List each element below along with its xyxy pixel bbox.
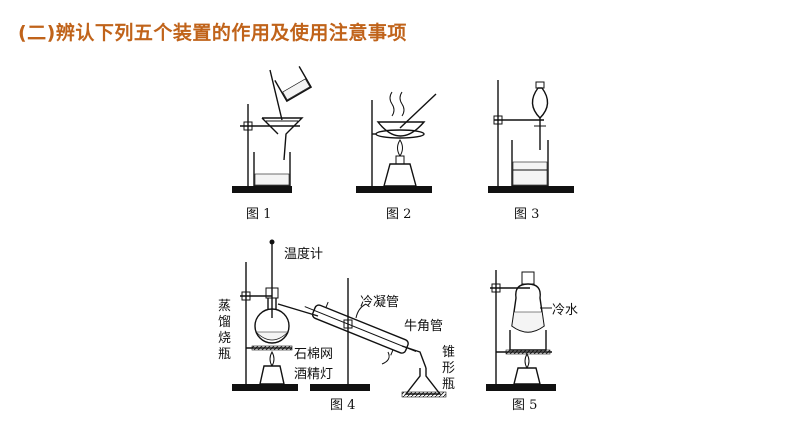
label-flask-1: 蒸 xyxy=(218,299,231,314)
alcohol-lamp xyxy=(513,367,541,385)
figure-2-caption: 图 2 xyxy=(386,207,411,222)
conical-flask xyxy=(404,368,442,395)
glass-rod xyxy=(269,69,283,121)
label-thermometer: 温度计 xyxy=(284,246,323,262)
alcohol-lamp xyxy=(259,365,285,385)
vapor xyxy=(389,91,395,117)
label-conical-3: 瓶 xyxy=(442,377,455,392)
stand-base xyxy=(232,186,292,193)
figure-4-distillation: 温度计 冷凝管 牛角管 蒸 馏 烧 瓶 石棉网 酒精灯 锥 形 瓶 图 4 xyxy=(218,239,455,413)
label-flask-3: 烧 xyxy=(218,331,231,346)
figure-1-caption: 图 1 xyxy=(246,207,271,222)
receiving-beaker xyxy=(253,152,291,187)
label-condenser: 冷凝管 xyxy=(360,294,399,310)
label-flask-4: 瓶 xyxy=(218,347,231,362)
pouring-beaker xyxy=(274,65,313,103)
glass-rod xyxy=(399,93,437,129)
stand-base-left xyxy=(232,384,298,391)
figure-3-caption: 图 3 xyxy=(514,207,539,222)
stand-base xyxy=(488,186,574,193)
figure-2-evaporation: 图 2 xyxy=(356,91,437,222)
figure-1-filtration: 图 1 xyxy=(232,65,313,222)
stopper xyxy=(265,287,279,299)
adapter xyxy=(401,345,427,369)
label-asbestos-gauze: 石棉网 xyxy=(294,347,333,362)
asbestos-gauze xyxy=(505,349,551,355)
figure-4-caption: 图 4 xyxy=(330,398,355,413)
stand-base xyxy=(356,186,432,193)
clamp-boss xyxy=(243,121,253,131)
label-conical-1: 锥 xyxy=(442,345,455,360)
stand-base-right xyxy=(310,384,370,391)
stand-base xyxy=(486,384,556,391)
label-adapter: 牛角管 xyxy=(404,319,443,334)
label-flask-2: 馏 xyxy=(218,315,231,330)
receiving-beaker xyxy=(511,140,549,187)
section-heading: (二)辨认下列五个装置的作用及使用注意事项 xyxy=(18,22,407,44)
side-arm xyxy=(277,303,319,317)
label-cold-water: 冷水 xyxy=(552,303,578,318)
figure-5-caption: 图 5 xyxy=(512,398,537,413)
flame xyxy=(397,139,403,157)
distillation-flask xyxy=(254,308,290,344)
figure-5-sublimation: 冷水 图 5 xyxy=(486,270,578,413)
separatory-funnel xyxy=(531,87,549,119)
figure-3-separation: 图 3 xyxy=(488,80,574,222)
evaporating-dish xyxy=(376,121,426,137)
asbestos-gauze xyxy=(251,345,293,351)
funnel xyxy=(261,117,304,161)
alcohol-lamp xyxy=(383,163,417,187)
iron-ring xyxy=(375,129,425,139)
label-conical-2: 形 xyxy=(442,361,455,376)
beaker xyxy=(509,330,547,351)
label-alcohol-lamp: 酒精灯 xyxy=(294,367,333,382)
